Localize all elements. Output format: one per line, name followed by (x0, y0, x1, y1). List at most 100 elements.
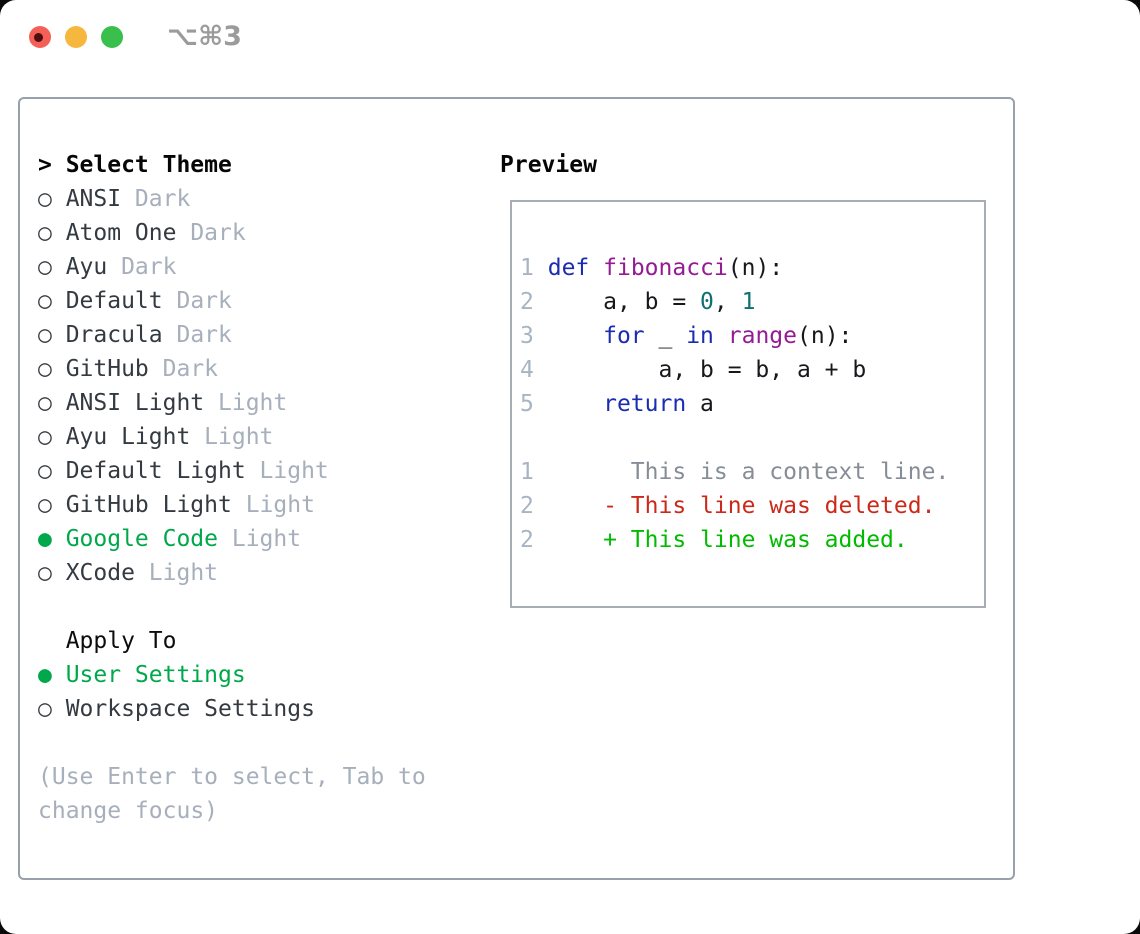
radio-icon: ○ (38, 254, 52, 280)
code-token (714, 323, 728, 349)
help-text: (Use Enter to select, Tab to change focu… (38, 760, 426, 828)
code-line: 5 return a (520, 387, 984, 421)
theme-name: Ayu (65, 254, 108, 280)
window-title: ⌥⌘3 (167, 21, 242, 52)
code-token: fibonacci (603, 255, 728, 281)
radio-icon: ○ (38, 186, 52, 212)
radio-icon: ○ (38, 424, 52, 450)
code-line: 2 - This line was deleted. (520, 489, 984, 523)
theme-variant: Dark (134, 186, 191, 212)
code-token: + This line was added. (533, 527, 908, 553)
theme-option[interactable]: ○ Atom One Dark (38, 216, 426, 250)
theme-option[interactable]: ○ Default Dark (38, 284, 426, 318)
theme-option[interactable]: ○ Ayu Light Light (38, 420, 426, 454)
theme-option[interactable]: ○ Ayu Dark (38, 250, 426, 284)
code-line: 2 + This line was added. (520, 523, 984, 557)
theme-option[interactable]: ○ GitHub Dark (38, 352, 426, 386)
radio-icon: ● (38, 662, 52, 688)
traffic-lights (29, 26, 123, 48)
code-token: for (603, 323, 645, 349)
close-button[interactable] (29, 26, 51, 48)
radio-icon: ● (38, 526, 52, 552)
window-titlebar: ⌥⌘3 (0, 0, 1140, 74)
radio-icon: ○ (38, 220, 52, 246)
theme-option[interactable]: ○ GitHub Light Light (38, 488, 426, 522)
preview-title: Preview (500, 152, 597, 178)
theme-list: ○ ANSI Dark ○ Atom One Dark ○ Ayu Dark ○… (38, 182, 426, 590)
code-token (534, 323, 603, 349)
code-token: (n): (727, 255, 784, 281)
theme-option[interactable]: ○ Default Light Light (38, 454, 426, 488)
theme-option[interactable]: ○ ANSI Dark (38, 182, 426, 216)
radio-icon: ○ (38, 322, 52, 348)
zoom-button[interactable] (101, 26, 123, 48)
theme-name: XCode (65, 560, 135, 586)
code-token (534, 255, 548, 281)
help-text-line1: (Use Enter to select, Tab to (38, 764, 426, 790)
code-token: in (686, 323, 714, 349)
code-line (520, 421, 984, 455)
code-token: range (727, 323, 798, 349)
apply-option[interactable]: ○ Workspace Settings (38, 692, 426, 726)
theme-option[interactable]: ● Google Code Light (38, 522, 426, 556)
code-line: 4 a, b = b, a + b (520, 353, 984, 387)
code-token: 1 (520, 255, 534, 281)
code-token (589, 255, 603, 281)
radio-icon: ○ (38, 696, 52, 722)
theme-variant: Dark (176, 288, 232, 314)
code-token: 1 (741, 289, 756, 315)
apply-option[interactable]: ● User Settings (38, 658, 426, 692)
apply-option-name: Workspace Settings (65, 696, 315, 722)
theme-variant: Dark (176, 322, 232, 348)
select-theme-header: > Select Theme (38, 148, 426, 182)
minimize-button[interactable] (65, 26, 87, 48)
radio-icon: ○ (38, 458, 52, 484)
theme-variant: Light (148, 560, 219, 586)
theme-variant: Dark (121, 254, 177, 280)
spacer (38, 590, 426, 624)
code-token: 2 (520, 493, 534, 519)
code-line: 1 def fibonacci(n): (520, 251, 984, 285)
theme-name: GitHub Light (65, 492, 232, 518)
code-token: 1 (520, 459, 534, 485)
theme-name: Google Code (65, 526, 219, 552)
apply-to-list: ● User Settings ○ Workspace Settings (38, 658, 426, 726)
theme-name: Ayu Light (65, 424, 191, 450)
theme-variant: Light (245, 492, 315, 518)
radio-icon: ○ (38, 390, 52, 416)
code-token: _ (644, 323, 687, 349)
code-token: a, b = b, a + b (533, 357, 867, 383)
code-token: a (686, 391, 714, 417)
radio-icon: ○ (38, 492, 52, 518)
theme-option[interactable]: ○ Dracula Dark (38, 318, 426, 352)
help-text-line2: change focus) (38, 798, 219, 824)
theme-option[interactable]: ○ ANSI Light Light (38, 386, 426, 420)
theme-name: GitHub (65, 356, 149, 382)
code-line: 2 a, b = 0, 1 (520, 285, 984, 319)
code-token: 0 (700, 289, 714, 315)
theme-variant: Dark (190, 220, 246, 246)
theme-picker-panel: > Select Theme ○ ANSI Dark ○ Atom One Da… (18, 97, 1015, 880)
theme-name: Atom One (65, 220, 177, 246)
theme-variant: Light (218, 390, 288, 416)
theme-list-column: > Select Theme ○ ANSI Dark ○ Atom One Da… (38, 148, 426, 828)
code-token: a, b = (533, 289, 701, 315)
code-token: 2 (520, 527, 534, 553)
apply-to-header: Apply To (38, 624, 426, 658)
code-token: This is a context line. (533, 459, 950, 485)
code-line: 3 for _ in range(n): (520, 319, 984, 353)
theme-name: Default (65, 288, 163, 314)
theme-variant: Light (259, 458, 329, 484)
code-token: 4 (520, 357, 534, 383)
apply-to-title: Apply To (65, 628, 177, 654)
code-token: (n): (797, 323, 853, 349)
code-line: 1 This is a context line. (520, 455, 984, 489)
theme-variant: Light (231, 526, 302, 552)
theme-option[interactable]: ○ XCode Light (38, 556, 426, 590)
code-token: def (547, 255, 590, 281)
theme-name: Default Light (65, 458, 246, 484)
code-token: 2 (520, 289, 534, 315)
